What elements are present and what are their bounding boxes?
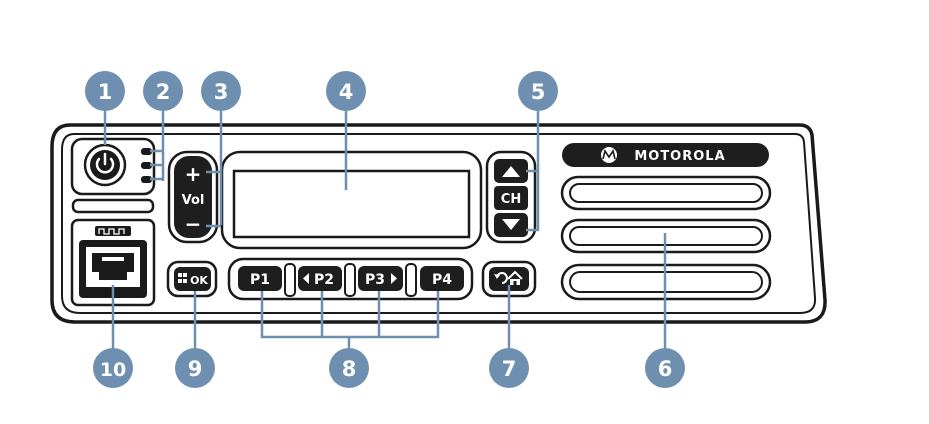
- callout-2-label: 2: [156, 80, 171, 104]
- callout-7-label: 7: [502, 357, 517, 381]
- volume-label: Vol: [182, 193, 205, 208]
- led-indicator: [141, 148, 152, 155]
- status-leds: [141, 148, 152, 183]
- triangle-up-icon: [502, 166, 520, 177]
- channel-rocker: CH: [485, 150, 537, 244]
- brand-name: MOTOROLA: [634, 149, 725, 164]
- p4-button[interactable]: P4: [420, 266, 464, 291]
- mic-port[interactable]: [70, 218, 156, 307]
- callout-4-label: 4: [339, 80, 354, 104]
- p1-button[interactable]: P1: [238, 266, 282, 291]
- callout-6-label: 6: [658, 357, 673, 381]
- triangle-right-icon: [391, 273, 397, 284]
- channel-label-plate: [494, 186, 528, 210]
- led-indicator: [141, 162, 152, 169]
- p2-button[interactable]: P2: [298, 266, 342, 291]
- p2-label: P2: [314, 272, 334, 288]
- callout-9: 9: [175, 348, 215, 388]
- callout-1: 1: [85, 71, 125, 111]
- led-indicator: [141, 176, 152, 183]
- brand-plate: MOTOROLA: [562, 143, 769, 167]
- programmable-button-bar: P1 P2 P3 P4: [227, 257, 474, 301]
- back-home-button[interactable]: [481, 260, 537, 298]
- volume-up-button[interactable]: +: [185, 162, 202, 186]
- p3-button[interactable]: P3: [358, 266, 403, 291]
- p4-label: P4: [432, 272, 452, 288]
- callout-8-label: 8: [342, 357, 357, 381]
- speaker-slot: [560, 175, 772, 211]
- callout-4: 4: [326, 71, 366, 111]
- home-icon: [507, 270, 523, 285]
- leader-lines: [103, 110, 667, 348]
- button-separator: [344, 263, 356, 297]
- square-wave-icon: [95, 226, 131, 236]
- callout-8: 8: [329, 348, 369, 388]
- rj45-port-icon: [79, 240, 147, 298]
- motorola-m-logo-icon: [601, 147, 617, 163]
- p3-label: P3: [365, 272, 385, 288]
- menu-grid-icon: [178, 273, 187, 283]
- triangle-left-icon: [303, 273, 309, 284]
- callout-3-label: 3: [214, 80, 229, 104]
- callout-5: 5: [518, 71, 558, 111]
- power-icon: [95, 152, 115, 174]
- channel-label: CH: [501, 192, 521, 207]
- callout-2: 2: [143, 71, 183, 111]
- volume-rocker: + Vol −: [167, 150, 219, 244]
- menu-ok-label: OK: [190, 274, 208, 287]
- callout-9-label: 9: [188, 357, 203, 381]
- power-button[interactable]: [70, 137, 156, 196]
- button-separator: [405, 263, 417, 297]
- back-arrow-icon: [494, 272, 508, 284]
- callout-3: 3: [201, 71, 241, 111]
- callout-5-label: 5: [531, 80, 546, 104]
- volume-down-button[interactable]: −: [185, 212, 202, 236]
- triangle-down-icon: [502, 219, 520, 230]
- display: [220, 150, 483, 250]
- slot-divider: [71, 198, 155, 214]
- p1-label: P1: [250, 272, 270, 288]
- callout-1-label: 1: [98, 80, 113, 104]
- callout-7: 7: [489, 348, 529, 388]
- display-screen: [232, 169, 471, 239]
- callout-10-label: 10: [100, 359, 126, 381]
- menu-ok-button[interactable]: OK: [166, 260, 218, 298]
- button-separator: [284, 263, 296, 297]
- callout-6: 6: [645, 348, 685, 388]
- callout-10: 10: [93, 348, 133, 388]
- speaker-slot-inner: [569, 183, 763, 203]
